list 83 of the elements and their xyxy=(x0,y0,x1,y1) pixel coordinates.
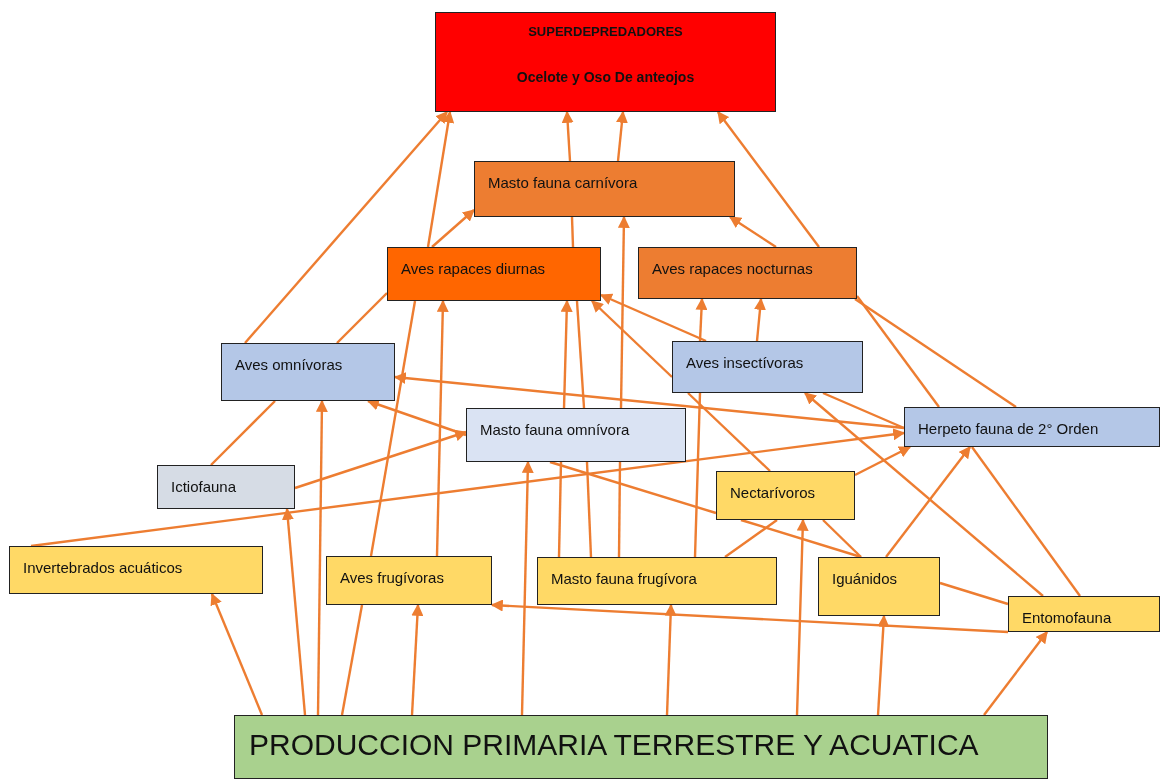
connector-line xyxy=(971,446,1081,597)
trophic-group-box xyxy=(157,465,295,509)
trophic-group-box xyxy=(9,546,263,594)
arrow xyxy=(599,293,707,343)
box-label: Masto fauna omnívora xyxy=(480,421,630,438)
box-label: Aves rapaces nocturnas xyxy=(652,260,813,277)
connector-line xyxy=(369,300,417,557)
connector-line xyxy=(939,581,1009,606)
box-label: PRODUCCION PRIMARIA TERRESTRE Y ACUATICA xyxy=(249,728,979,762)
trophic-group-box xyxy=(537,557,777,605)
trophic-group-box xyxy=(638,247,857,299)
trophic-group-box xyxy=(1008,596,1160,632)
trophic-group-box xyxy=(904,407,1160,447)
box-label: Entomofauna xyxy=(1022,609,1112,626)
arrow xyxy=(244,111,448,344)
box-text: Ocelote y Oso De anteojos xyxy=(515,69,696,85)
producer-box xyxy=(234,715,1048,779)
connector-line xyxy=(617,462,622,557)
trophic-group-box xyxy=(435,12,776,112)
connector-line xyxy=(856,295,940,408)
arrow xyxy=(410,603,424,716)
arrow xyxy=(591,300,673,378)
trophic-group-box xyxy=(716,471,855,520)
trophic-group-box xyxy=(466,408,686,462)
arrow xyxy=(294,429,468,490)
trophic-group-box xyxy=(474,161,735,217)
connector-line xyxy=(687,392,771,472)
arrow xyxy=(490,599,1009,634)
box-label: Aves insectívoras xyxy=(686,354,804,371)
box-label: Masto fauna carnívora xyxy=(488,174,638,191)
connector-line xyxy=(822,519,862,558)
arrow xyxy=(281,507,307,716)
arrow xyxy=(435,299,449,557)
arrow xyxy=(983,631,1048,716)
arrow xyxy=(30,428,906,548)
arrow xyxy=(695,297,708,342)
connector-line xyxy=(336,292,388,344)
box-label: Nectarívoros xyxy=(730,484,816,501)
connector-line xyxy=(854,298,1017,408)
connector-line xyxy=(557,461,563,558)
arrow xyxy=(804,392,1044,597)
arrow xyxy=(615,110,628,162)
arrow xyxy=(729,216,777,248)
arrow xyxy=(754,297,766,342)
arrow xyxy=(393,372,905,430)
trophic-group-box xyxy=(387,247,601,301)
trophic-group-box xyxy=(818,557,940,616)
arrow xyxy=(210,592,264,716)
trophic-group-box xyxy=(326,556,492,605)
arrow xyxy=(560,299,573,409)
arrow xyxy=(717,111,820,248)
connector-line xyxy=(549,460,717,515)
connector-line xyxy=(740,518,862,559)
arrow xyxy=(664,603,677,716)
box-label: Masto fauna frugívora xyxy=(551,570,697,587)
connector-line xyxy=(570,216,575,248)
arrow xyxy=(431,209,475,248)
arrow xyxy=(795,518,809,716)
arrow xyxy=(854,445,912,477)
arrow xyxy=(561,110,574,162)
box-heading: SUPERDEPREDADORES xyxy=(527,24,684,39)
box-label: Herpeto fauna de 2° Orden xyxy=(918,420,1099,437)
box-label: Aves frugívoras xyxy=(340,569,444,586)
arrow xyxy=(617,215,630,409)
connector-line xyxy=(575,300,586,409)
box-label: Iguánidos xyxy=(832,570,898,587)
arrow xyxy=(876,614,890,716)
connector-line xyxy=(724,519,778,558)
connector-line xyxy=(210,400,276,466)
connector-line xyxy=(822,391,905,430)
arrow xyxy=(315,399,328,715)
connector-line xyxy=(693,392,702,558)
trophic-group-box xyxy=(221,343,395,401)
box-label: Aves rapaces diurnas xyxy=(401,260,545,277)
box-label: Ictiofauna xyxy=(171,478,237,495)
arrow xyxy=(426,110,455,248)
connector-line xyxy=(340,604,364,716)
box-label: Aves omnívoras xyxy=(235,356,343,373)
arrow xyxy=(520,460,534,716)
box-label: Invertebrados acuáticos xyxy=(23,559,183,576)
connector-line xyxy=(585,461,593,558)
trophic-group-box xyxy=(672,341,863,393)
arrow xyxy=(885,446,971,558)
